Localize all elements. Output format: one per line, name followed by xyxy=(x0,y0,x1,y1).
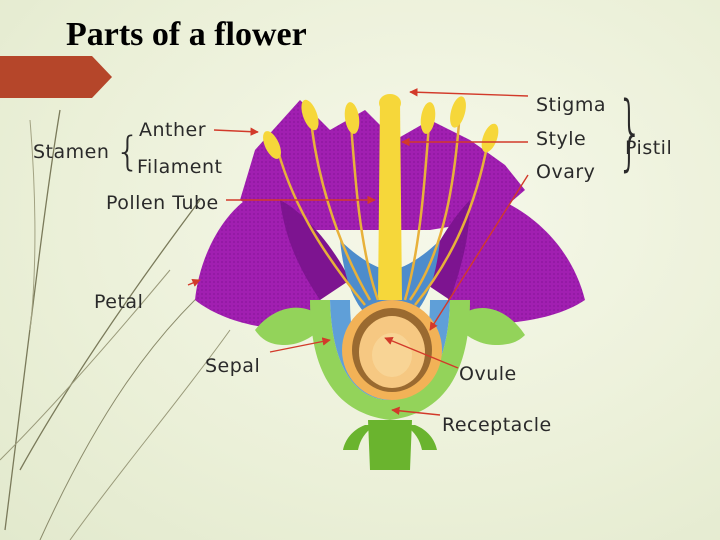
style-label: Style xyxy=(536,128,587,150)
slide-title: Parts of a flower xyxy=(66,16,307,53)
title-tab-icon xyxy=(0,56,112,98)
stamen-label: Stamen xyxy=(33,141,110,163)
pistil-brace-icon: } xyxy=(617,85,644,180)
ovule-label: Ovule xyxy=(459,363,517,385)
sepal-label: Sepal xyxy=(205,355,261,377)
anther-label: Anther xyxy=(139,119,207,141)
petal-label: Petal xyxy=(94,291,144,313)
receptacle-label: Receptacle xyxy=(442,414,552,436)
pistil-label: Pistil xyxy=(625,137,673,159)
pollen-tube-label: Pollen Tube xyxy=(106,192,219,214)
stamen-brace-icon: { xyxy=(115,129,141,175)
filament-label: Filament xyxy=(137,156,223,178)
ovary-label: Ovary xyxy=(536,161,596,183)
stigma-label: Stigma xyxy=(536,94,607,116)
